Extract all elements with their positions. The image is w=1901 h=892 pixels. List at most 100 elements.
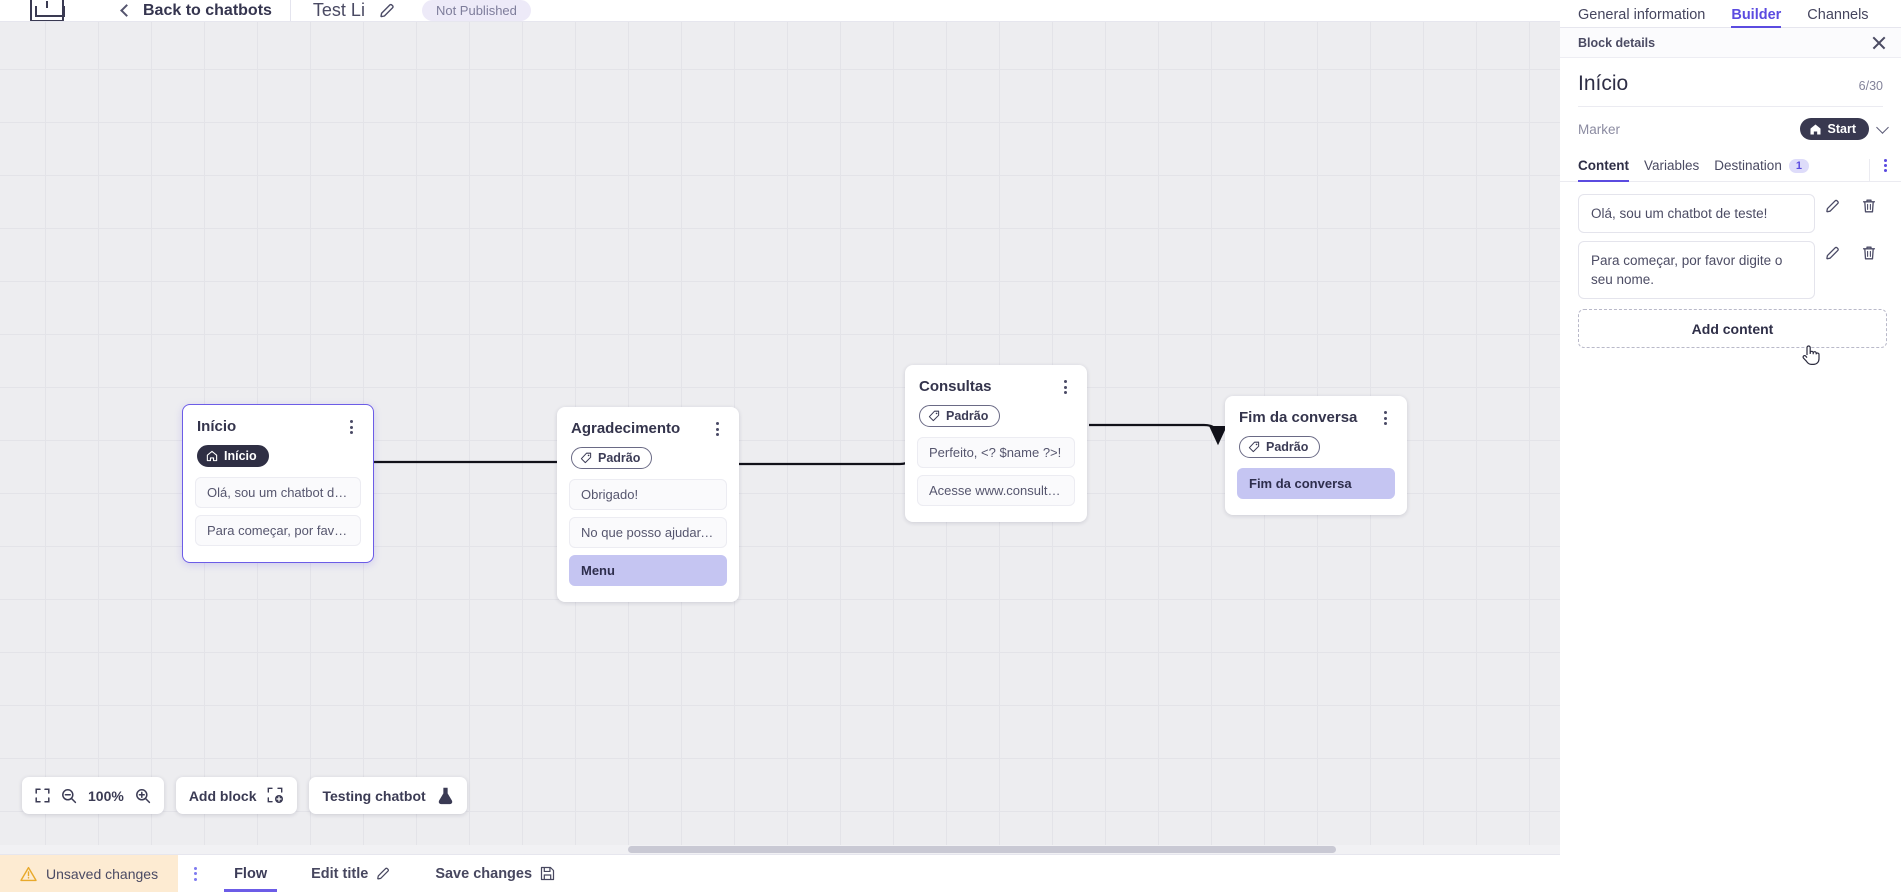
top-bar: Back to chatbots Test Li Not Published <box>0 0 1560 22</box>
node-tag-badge: Padrão <box>571 447 653 469</box>
save-changes-label: Save changes <box>435 865 533 882</box>
tag-icon <box>1248 441 1260 453</box>
chatbot-title: Test Li <box>312 0 365 20</box>
marker-control[interactable]: Start <box>1799 118 1889 140</box>
tab-flow[interactable]: Flow <box>212 855 289 892</box>
content-item-list: Olá, sou um chatbot de teste! Para começ… <box>1560 182 1901 300</box>
add-block-button[interactable]: Add block <box>175 777 298 814</box>
trash-icon[interactable] <box>1851 198 1887 214</box>
tab-destination-label: Destination <box>1714 158 1782 173</box>
node-title: Consultas <box>919 378 992 395</box>
panel-tab-bar: General information Builder Channels <box>1560 0 1901 28</box>
node-header: Fim da conversa <box>1225 396 1407 427</box>
floppy-disk-icon <box>540 866 555 881</box>
node-chip[interactable]: Acesse www.consultas.com par... <box>917 475 1075 506</box>
node-chip[interactable]: No que posso ajudar, <? $name ... <box>569 517 727 548</box>
zoom-in-icon[interactable] <box>135 788 151 804</box>
chevron-down-icon[interactable] <box>1876 120 1889 134</box>
content-item: Olá, sou um chatbot de teste! <box>1578 194 1887 234</box>
node-title: Agradecimento <box>571 420 681 437</box>
edit-title-label: Edit title <box>311 865 369 882</box>
canvas-toolbar: 100% Add block Testing chatbot <box>22 777 467 814</box>
zoom-out-icon[interactable] <box>61 788 77 804</box>
node-menu-button[interactable] <box>1377 409 1393 427</box>
warning-triangle-icon <box>20 866 37 882</box>
pencil-icon[interactable] <box>1815 198 1851 214</box>
canvas-horizontal-scrollbar[interactable] <box>0 845 1560 854</box>
status-bar: Unsaved changes Flow Edit title Save cha… <box>0 854 1560 892</box>
content-item-actions <box>1815 194 1887 214</box>
pencil-icon <box>376 866 391 881</box>
node-chip-accent[interactable]: Fim da conversa <box>1237 468 1395 499</box>
node-tag-badge: Início <box>197 445 269 467</box>
tab-general-information[interactable]: General information <box>1578 7 1706 23</box>
node-chip-accent[interactable]: Menu <box>569 555 727 586</box>
toolbar-divider <box>289 0 291 21</box>
node-menu-button[interactable] <box>709 420 725 438</box>
block-count: 6/30 <box>1858 79 1883 93</box>
flow-node-agradecimento[interactable]: Agradecimento Padrão Obrigado! No que po… <box>557 407 739 602</box>
publish-status-badge: Not Published <box>421 0 531 21</box>
content-text[interactable]: Para começar, por favor digite o seu nom… <box>1578 241 1815 300</box>
unsaved-changes-indicator: Unsaved changes <box>0 855 179 892</box>
node-tag-badge: Padrão <box>919 405 1001 427</box>
marker-start-badge[interactable]: Start <box>1799 118 1869 140</box>
node-menu-button[interactable] <box>1057 378 1073 396</box>
node-header: Consultas <box>905 365 1087 396</box>
divider <box>1578 106 1883 107</box>
marker-label: Marker <box>1578 121 1621 137</box>
tab-builder[interactable]: Builder <box>1731 7 1781 28</box>
node-tag-label: Padrão <box>946 409 989 423</box>
block-title: Início <box>1578 72 1629 95</box>
save-changes-button[interactable]: Save changes <box>413 855 577 892</box>
marker-row: Marker Start <box>1560 107 1901 151</box>
node-chip[interactable]: Para começar, por favor digite o ... <box>195 515 361 546</box>
tab-content[interactable]: Content <box>1578 158 1644 182</box>
node-tag-row: Padrão <box>557 438 739 479</box>
node-chip[interactable]: Olá, sou um chatbot de teste! <box>195 477 361 508</box>
flow-canvas[interactable]: Início Início Olá, sou um chatbot de tes… <box>0 22 1560 854</box>
flow-node-fim-da-conversa[interactable]: Fim da conversa Padrão Fim da conversa <box>1225 396 1407 515</box>
edit-title-button[interactable]: Edit title <box>289 855 413 892</box>
content-item: Para começar, por favor digite o seu nom… <box>1578 241 1887 300</box>
home-icon <box>1810 123 1821 135</box>
testing-chatbot-button[interactable]: Testing chatbot <box>309 777 467 814</box>
content-options-menu[interactable] <box>1869 159 1887 181</box>
block-title-row: Início 6/30 <box>1560 58 1901 106</box>
right-panel: General information Builder Channels Blo… <box>1560 0 1901 892</box>
unsaved-changes-label: Unsaved changes <box>46 865 159 882</box>
pencil-icon[interactable] <box>379 2 396 19</box>
back-to-chatbots-link[interactable]: Back to chatbots <box>143 1 272 19</box>
add-block-label: Add block <box>188 787 257 804</box>
status-kebab-menu[interactable] <box>178 855 212 892</box>
scrollbar-thumb[interactable] <box>628 846 1336 853</box>
tab-content-label: Content <box>1578 158 1629 173</box>
node-title: Início <box>197 418 237 435</box>
content-text[interactable]: Olá, sou um chatbot de teste! <box>1578 194 1815 234</box>
marker-value: Start <box>1827 122 1856 136</box>
add-content-button[interactable]: Add content <box>1578 309 1887 349</box>
close-icon[interactable] <box>1871 35 1887 51</box>
chevron-left-icon[interactable] <box>120 4 133 17</box>
tab-channels[interactable]: Channels <box>1807 7 1869 23</box>
app-logo-icon[interactable] <box>30 0 65 21</box>
flow-node-inicio[interactable]: Início Início Olá, sou um chatbot de tes… <box>182 404 374 563</box>
node-header: Início <box>183 405 373 436</box>
node-tag-label: Padrão <box>598 451 641 465</box>
node-tag-row: Padrão <box>1225 427 1407 468</box>
node-chip[interactable]: Obrigado! <box>569 479 727 510</box>
destination-count-badge: 1 <box>1788 158 1809 173</box>
node-chip[interactable]: Perfeito, <? $name ?>! <box>917 437 1075 468</box>
tab-destination[interactable]: Destination 1 <box>1714 158 1824 181</box>
fit-screen-icon[interactable] <box>35 788 50 803</box>
tab-variables[interactable]: Variables <box>1644 158 1714 181</box>
node-title: Fim da conversa <box>1239 409 1358 426</box>
flow-node-consultas[interactable]: Consultas Padrão Perfeito, <? $name ?>! … <box>905 365 1087 522</box>
tag-icon <box>928 410 940 422</box>
pencil-icon[interactable] <box>1815 245 1851 261</box>
node-menu-button[interactable] <box>343 418 359 436</box>
trash-icon[interactable] <box>1851 245 1887 261</box>
node-tag-label: Início <box>224 449 257 463</box>
block-details-header: Block details <box>1560 28 1901 58</box>
testing-chatbot-label: Testing chatbot <box>322 787 426 804</box>
